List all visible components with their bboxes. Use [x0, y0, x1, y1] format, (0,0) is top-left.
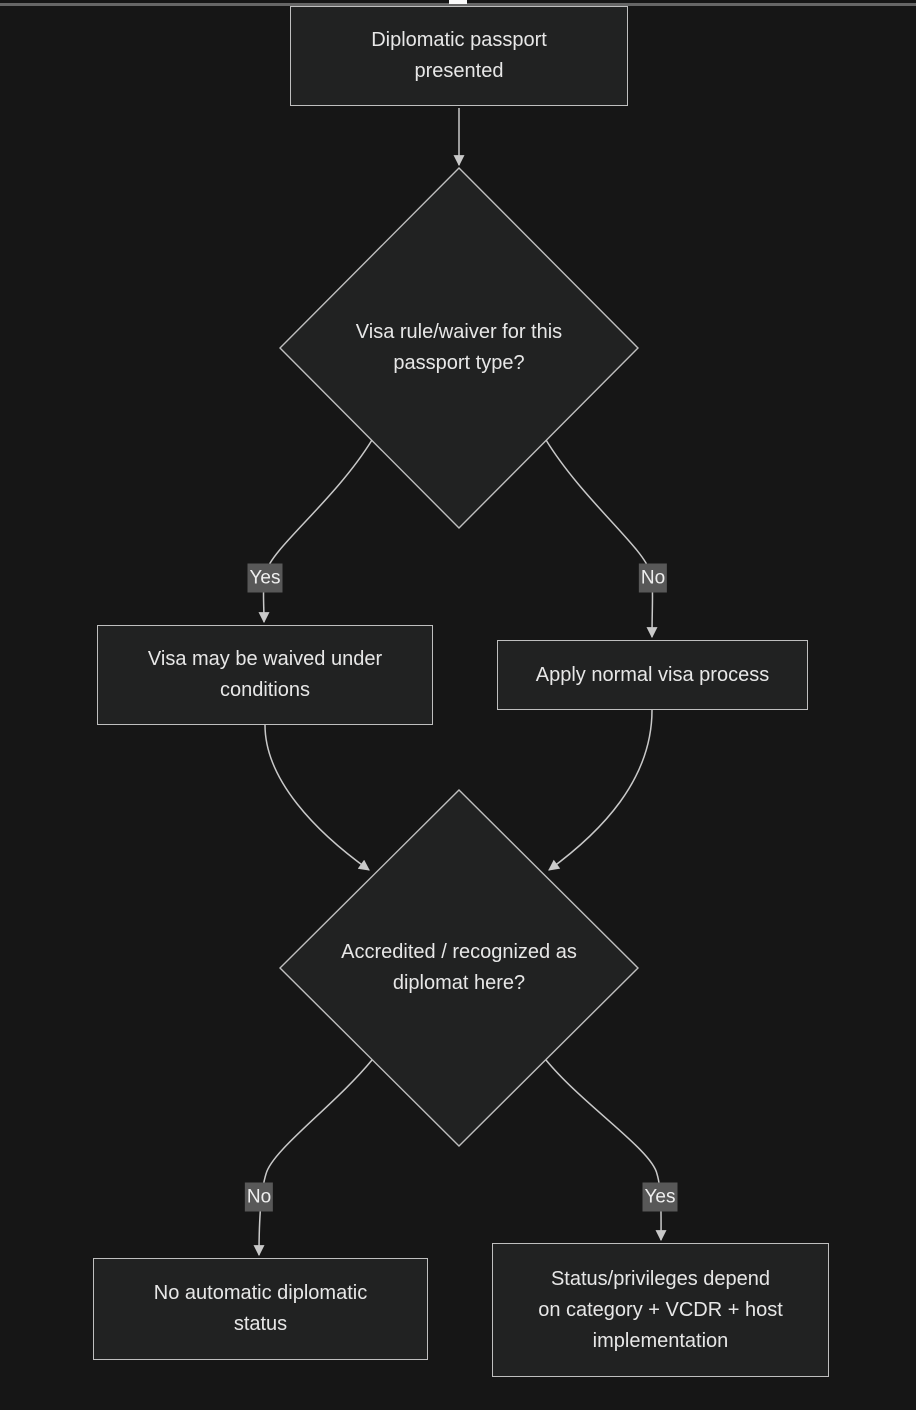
node-status-privileges: Status/privileges depend on category + V… — [492, 1243, 829, 1377]
edge-label-no-1: No — [638, 563, 668, 593]
edge-visa-rule-no-to-normal-visa — [545, 439, 658, 639]
scrollbar-thumb[interactable] — [449, 0, 467, 4]
node-label: Status/privileges depend on category + V… — [538, 1267, 783, 1352]
node-label: Visa may be waived under conditions — [147, 648, 383, 701]
decision-visa-rule-shape — [279, 167, 639, 529]
node-label: Apply normal visa process — [535, 663, 770, 686]
edge-accredited-yes-to-privileges — [545, 1059, 667, 1242]
decision-visa-rule-label: Visa rule/waiver for this passport type? — [299, 300, 619, 396]
node-label: No automatic diplomatic status — [153, 1282, 368, 1335]
edge-normal-visa-to-accredited — [548, 709, 653, 871]
node-visa-waived: Visa may be waived under conditions — [97, 625, 433, 725]
edge-visa-rule-yes-to-waived — [258, 439, 373, 624]
edge-label-yes-2: Yes — [642, 1182, 678, 1212]
edge-label-yes-1: Yes — [247, 563, 283, 593]
edge-label-no-2: No — [244, 1182, 274, 1212]
node-label: Visa rule/waiver for this passport type? — [355, 321, 563, 374]
node-label: Accredited / recognized as diplomat here… — [341, 941, 577, 994]
top-divider — [0, 3, 916, 6]
decision-accredited-label: Accredited / recognized as diplomat here… — [299, 920, 619, 1016]
node-apply-normal-visa: Apply normal visa process — [497, 640, 808, 710]
node-no-automatic-status: No automatic diplomatic status — [93, 1258, 428, 1360]
decision-accredited-shape — [279, 789, 639, 1147]
node-diplomatic-passport: Diplomatic passport presented — [290, 6, 628, 106]
node-label: Diplomatic passport presented — [371, 29, 547, 82]
edge-accredited-no-to-no-status — [253, 1059, 373, 1257]
edge-waived-to-accredited — [264, 724, 370, 871]
